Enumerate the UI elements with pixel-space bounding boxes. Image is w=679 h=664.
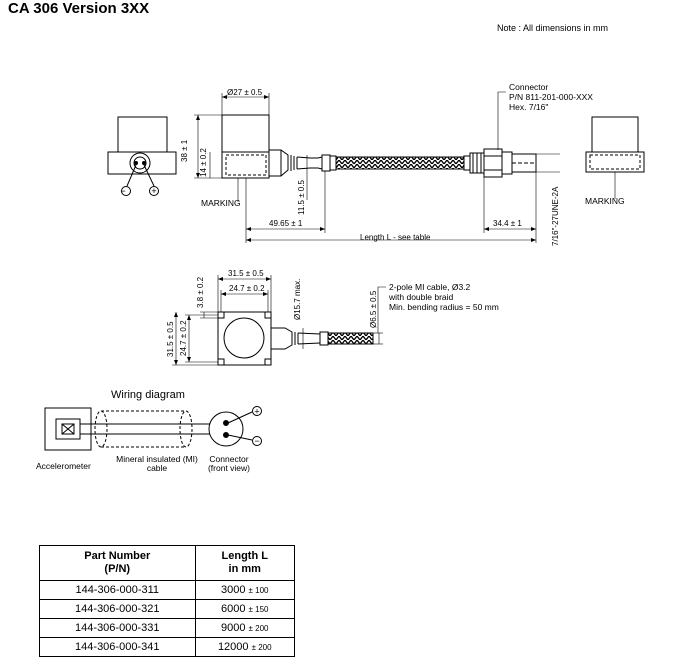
wiring-minus-label: − — [254, 436, 259, 446]
connector-side-view — [463, 148, 537, 178]
dim-height-31-5: 31.5 ± 0.5 — [166, 321, 175, 357]
table-row: 144-306-000-321 6000 ± 150 — [39, 599, 296, 619]
dim-width-31-5: 31.5 ± 0.5 — [228, 269, 264, 278]
page-title: CA 306 Version 3XX — [8, 0, 149, 17]
wiring-accelerometer-label: Accelerometer — [36, 461, 91, 471]
top-view-dimension-lines — [194, 91, 616, 243]
table-row: 144-306-000-331 9000 ± 200 — [39, 618, 296, 638]
dim-49-65: 49.65 ± 1 — [269, 219, 303, 228]
top-view-arrowheads — [196, 95, 536, 242]
wiring-connector-label-line2: (front view) — [208, 463, 250, 473]
dim-diameter-27: Ø27 ± 0.5 — [227, 88, 263, 97]
marking-label-right: MARKING — [585, 196, 625, 206]
dim-length-l: Length L - see table — [360, 233, 431, 242]
accelerometer-side-view-left — [107, 116, 177, 196]
dim-3-8: 3.8 ± 0.2 — [196, 276, 205, 308]
header-length: Length L in mm — [194, 545, 296, 581]
connector-title: Connector — [509, 82, 548, 92]
part-number-cell: 144-306-000-321 — [39, 599, 196, 619]
thread-spec: 7/16"-27UNE-2A — [551, 186, 560, 246]
wiring-connector-label-line1: Connector — [209, 454, 248, 464]
length-cell: 9000 ± 200 — [194, 618, 296, 638]
wiring-plus-label: + — [254, 407, 259, 417]
length-cell: 12000 ± 200 — [194, 637, 296, 657]
braided-cable-top-view — [335, 156, 465, 170]
accelerometer-side-view-right — [585, 116, 645, 173]
dim-height-14: 14 ± 0.2 — [199, 148, 208, 177]
marking-label-left: MARKING — [201, 198, 241, 208]
cable-spec-line3: Min. bending radius = 50 mm — [389, 302, 499, 312]
front-view-arrowheads — [174, 277, 271, 365]
connector-hex-size: Hex. 7/16" — [509, 102, 548, 112]
dim-width-24-7: 24.7 ± 0.2 — [229, 284, 265, 293]
part-number-cell: 144-306-000-311 — [39, 580, 196, 600]
braided-cable-front-view — [327, 332, 374, 345]
part-number-cell: 144-306-000-341 — [39, 637, 196, 657]
cable-spec-line2: with double braid — [388, 292, 454, 302]
table-header-row: Part Number (P/N) Length L in mm — [39, 545, 296, 581]
connector-part-number: P/N 811-201-000-XXX — [509, 92, 593, 102]
sensor-front-view — [217, 311, 329, 366]
part-number-table: Part Number (P/N) Length L in mm 144-306… — [39, 545, 296, 657]
front-view-dimension-lines — [172, 275, 386, 366]
dim-11-5: 11.5 ± 0.5 — [297, 180, 306, 215]
header-part-number: Part Number (P/N) — [39, 545, 196, 581]
length-cell: 3000 ± 100 — [194, 580, 296, 600]
wiring-cable-label-line2: cable — [147, 463, 168, 473]
table-row: 144-306-000-341 12000 ± 200 — [39, 637, 296, 657]
dim-height-38: 38 ± 1 — [180, 139, 189, 162]
dim-diameter-15-7: Ø15.7 max. — [293, 279, 302, 320]
dim-diameter-6-5: Ø6.5 ± 0.5 — [369, 290, 378, 328]
dim-34-4: 34.4 ± 1 — [493, 219, 522, 228]
dimension-note: Note : All dimensions in mm — [497, 23, 608, 33]
plus-pin-label: + — [151, 186, 156, 196]
wiring-cable-label-line1: Mineral insulated (MI) — [116, 454, 198, 464]
table-row: 144-306-000-311 3000 ± 100 — [39, 580, 296, 600]
wiring-diagram-heading: Wiring diagram — [111, 389, 185, 401]
cable-spec-line1: 2-pole MI cable, Ø3.2 — [389, 282, 471, 292]
minus-pin-label: − — [120, 186, 125, 196]
sensor-main-view — [221, 114, 337, 179]
wiring-diagram — [44, 406, 262, 451]
dim-height-24-7: 24.7 ± 0.2 — [179, 320, 188, 356]
length-cell: 6000 ± 150 — [194, 599, 296, 619]
part-number-cell: 144-306-000-331 — [39, 618, 196, 638]
